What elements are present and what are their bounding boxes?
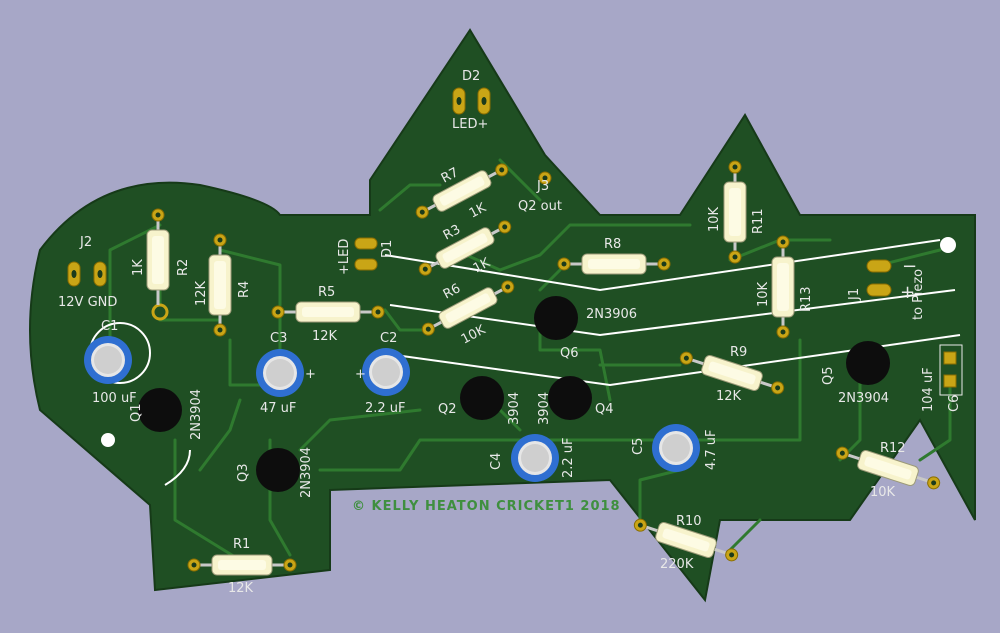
- c2-ref: C2: [380, 331, 397, 346]
- c3-value: 47 uF: [260, 401, 296, 416]
- r13-value: 10K: [756, 281, 771, 307]
- r7-ref: R7: [439, 165, 461, 186]
- q3-ref: Q3: [236, 463, 251, 482]
- q5-ref: Q5: [821, 366, 836, 385]
- mounting-hole-right: [940, 237, 956, 253]
- r12-ref: R12: [880, 441, 906, 456]
- transistor-q4: [548, 376, 592, 420]
- c2-value: 2.2 uF: [365, 401, 406, 416]
- resistor-r6: [421, 280, 515, 336]
- resistor-r10: [633, 518, 739, 562]
- board-credit-text: © KELLY HEATON CRICKET1 2018: [352, 499, 621, 514]
- capacitor-c5: [652, 424, 700, 472]
- j1-minus: −: [902, 256, 917, 277]
- q5-value: 2N3904: [838, 391, 889, 406]
- resistor-r5: [271, 301, 385, 323]
- r4-value: 12K: [194, 280, 209, 306]
- c3-plus: +: [305, 367, 316, 382]
- r4-ref: R4: [237, 281, 252, 298]
- d1-label: +LED: [337, 239, 352, 275]
- q1-ref: Q1: [129, 403, 144, 422]
- connector-j1: J1 − + to Piezo: [847, 256, 926, 320]
- mounting-hole-mid: [151, 303, 169, 321]
- q1-value: 2N3904: [189, 389, 204, 440]
- j3-label: Q2 out: [518, 199, 562, 214]
- r1-value: 12K: [228, 581, 254, 596]
- c5-ref: C5: [631, 438, 646, 455]
- resistor-r13: [771, 235, 795, 339]
- connector-j3: J3 Q2 out: [518, 171, 562, 214]
- q2-ref: Q2: [438, 402, 457, 417]
- r13-ref: R13: [799, 286, 814, 312]
- mounting-hole-left: [101, 433, 115, 447]
- j3-ref: J3: [536, 179, 549, 194]
- j1-plus: +: [900, 282, 915, 303]
- capacitor-c2: [362, 348, 410, 396]
- resistor-r4: [208, 233, 232, 337]
- capacitor-c1: [84, 322, 151, 384]
- resistor-r7: [415, 163, 509, 219]
- led-d1: D1 +LED: [337, 237, 395, 275]
- r11-ref: R11: [751, 208, 766, 234]
- resistor-r3: [418, 220, 512, 276]
- c4-ref: C4: [489, 453, 504, 470]
- c6-ref: C6: [947, 395, 962, 412]
- r10-value: 220K: [660, 557, 694, 572]
- r5-ref: R5: [318, 285, 335, 300]
- j2-pin-label: 12V GND: [58, 295, 117, 310]
- resistor-r11: [723, 160, 747, 264]
- connector-j2: J2 12V GND: [58, 235, 117, 310]
- r2-ref: R2: [176, 259, 191, 276]
- r1-ref: R1: [233, 537, 250, 552]
- resistor-r12: [835, 446, 941, 490]
- pcb-outline: [29, 28, 976, 603]
- c6-value: 104 uF: [921, 367, 936, 412]
- r9-ref: R9: [730, 345, 747, 360]
- j1-to-piezo: to Piezo: [911, 269, 926, 320]
- resistor-r2: [146, 208, 170, 305]
- r5-value: 12K: [312, 329, 338, 344]
- q2-value: 3904: [507, 392, 522, 425]
- r8-ref: R8: [604, 237, 621, 252]
- c1-value: 100 uF: [92, 391, 137, 406]
- c2-plus: +: [355, 367, 366, 382]
- c4-value: 2.2 uF: [561, 437, 576, 478]
- c5-value: 4.7 uF: [704, 429, 719, 470]
- resistor-r1: [187, 554, 297, 576]
- q4-value: 3904: [537, 392, 552, 425]
- led-d2: D2 LED+: [452, 69, 491, 132]
- r9-value: 12K: [716, 389, 742, 404]
- transistor-q2: [460, 376, 504, 420]
- r3-value: 1K: [471, 255, 493, 276]
- c1-ref: C1: [101, 319, 118, 334]
- r12-value: 10K: [870, 485, 896, 500]
- transistor-q3: [256, 448, 300, 492]
- r6-ref: R6: [441, 281, 463, 302]
- capacitor-c6: 104 uF C6: [921, 344, 963, 412]
- r3-ref: R3: [441, 222, 463, 243]
- transistor-q5: [846, 341, 890, 385]
- d2-label: LED+: [452, 117, 488, 132]
- q6-ref: Q6: [560, 346, 579, 361]
- transistor-q1: [138, 388, 182, 432]
- q4-ref: Q4: [595, 402, 614, 417]
- r10-ref: R10: [676, 514, 702, 529]
- capacitor-c3: [256, 349, 304, 397]
- q3-value: 2N3904: [299, 447, 314, 498]
- r11-value: 10K: [707, 206, 722, 232]
- d1-ref: D1: [380, 240, 395, 258]
- resistor-r9: [679, 351, 785, 395]
- q6-value: 2N3906: [586, 307, 637, 322]
- r7-value: 1K: [467, 200, 489, 221]
- resistor-r8: [557, 253, 671, 275]
- capacitor-c4: [511, 434, 559, 482]
- j1-ref: J1: [847, 288, 862, 301]
- d2-ref: D2: [462, 69, 480, 84]
- r2-value: 1K: [131, 259, 146, 276]
- transistor-q6: [534, 296, 578, 340]
- c3-ref: C3: [270, 331, 287, 346]
- j2-ref: J2: [79, 235, 92, 250]
